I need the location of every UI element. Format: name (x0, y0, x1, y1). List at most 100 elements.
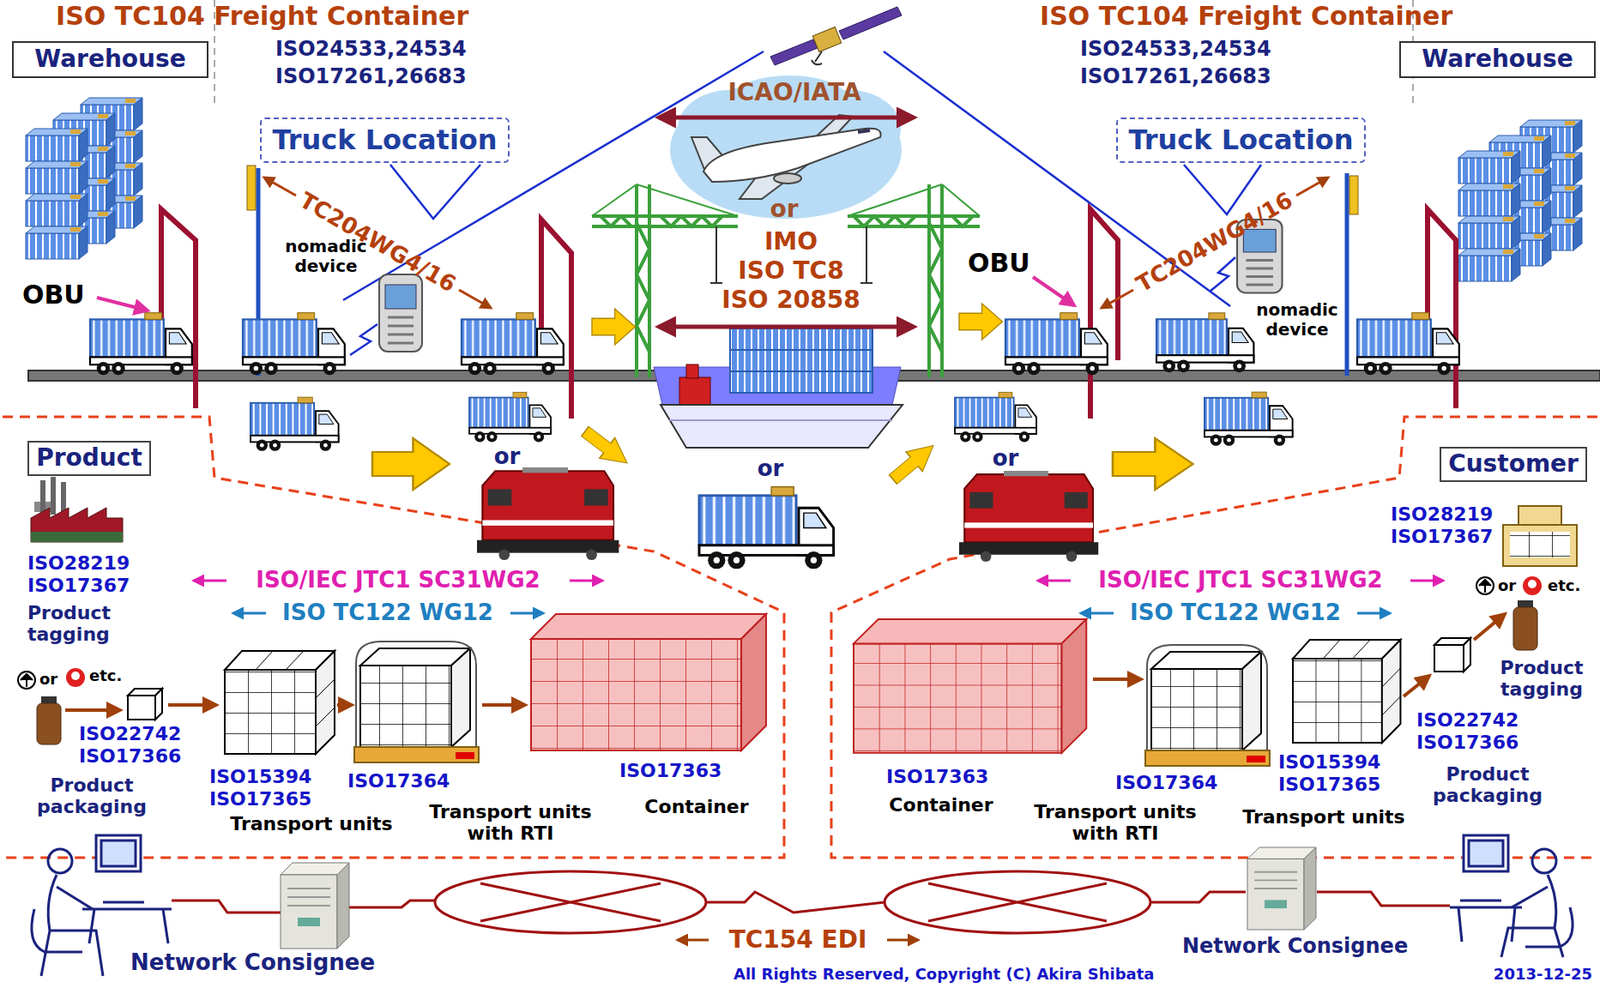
diagram-label: ISO15394 (1278, 751, 1381, 773)
flow-small-arrows (65, 708, 121, 713)
network (1150, 892, 1246, 903)
flow-arrows (591, 308, 635, 345)
diagram-label: ISO17363 (886, 766, 989, 788)
ship (660, 404, 903, 448)
flow-arrows (959, 303, 1003, 340)
buildings (25, 193, 88, 227)
cranes (847, 216, 980, 227)
trucks (1204, 392, 1293, 447)
obu-arrows (1032, 277, 1075, 306)
trucks (1156, 313, 1254, 373)
labelled-box: Warehouse (1399, 41, 1596, 79)
diagram-label: Transport units with RTI (1020, 801, 1210, 846)
buildings (25, 161, 88, 194)
radio-links (350, 324, 378, 356)
satellite (770, 6, 902, 66)
diagram-label: or (39, 670, 58, 689)
operators (1532, 849, 1557, 874)
double-arrows (658, 117, 914, 327)
diagram-label: Product packaging (1423, 763, 1552, 808)
box-text: Customer (1448, 450, 1579, 478)
cranes (847, 184, 980, 217)
diagram-label: or (494, 444, 521, 471)
packages (1463, 638, 1471, 672)
red-dashed-regions (831, 416, 1598, 858)
truck-location-poles (247, 165, 1359, 376)
airplane (857, 130, 870, 133)
diagram-label: ISO17363 (619, 760, 722, 782)
diagram-label: OBU (967, 248, 1031, 279)
labelled-box: Truck Location (1116, 117, 1366, 164)
diagram-label: or (992, 446, 1020, 472)
factory (30, 531, 123, 543)
diagram-label: Network Consignee (130, 950, 375, 977)
diagram-label: Transport units (229, 813, 393, 835)
trucks (699, 487, 834, 570)
radio-links (1209, 257, 1236, 292)
satellite (812, 26, 841, 52)
diagram-label: ISO28219 (1390, 503, 1493, 526)
box-text: Warehouse (34, 45, 187, 73)
tag-icons (41, 696, 57, 704)
operators (1525, 907, 1573, 948)
ship (730, 350, 873, 372)
buildings (25, 128, 88, 162)
trucks (250, 397, 339, 452)
diagram-label: OBU (22, 280, 85, 311)
packages (531, 614, 767, 751)
ship (679, 377, 711, 405)
obu-arrows (96, 277, 1075, 311)
packages (1292, 640, 1401, 743)
diagram-label: ISO17366 (1416, 731, 1519, 754)
diagram-label: ISO/IEC JTC1 SC31WG2 (255, 567, 540, 594)
diagram-label: Container (888, 794, 993, 816)
double-arrows (658, 115, 914, 121)
tag-icons (1527, 579, 1537, 589)
cranes (591, 184, 738, 217)
flow-small-arrows (168, 703, 217, 707)
truck-location-poles (1349, 175, 1359, 215)
gantry-poles (541, 219, 572, 419)
diagram-label: IMO (764, 228, 818, 256)
diagram-label: or (757, 456, 785, 483)
flow-small-arrows (482, 703, 526, 707)
tag-icons (18, 671, 36, 689)
box-text: Product (36, 444, 143, 472)
labelled-box: Customer (1439, 446, 1588, 483)
labelled-box: Product (27, 440, 151, 477)
ship (653, 328, 903, 448)
buildings (1458, 183, 1521, 217)
standard-arrows (677, 939, 709, 942)
standard-arrows (887, 939, 918, 942)
tag-icons (1517, 600, 1534, 608)
ship (730, 328, 873, 393)
diagram-label: ISO22742 (1416, 709, 1519, 731)
trucks (1357, 313, 1460, 376)
operators (41, 875, 103, 977)
standard-arrows (1038, 579, 1071, 583)
network (349, 900, 435, 908)
diagram-label: or (1497, 577, 1516, 596)
operators (82, 902, 172, 944)
diagram-label: ISO17261,26683 (1080, 65, 1272, 90)
diagram-label: Product tagging (1488, 657, 1596, 701)
tc204-arrows (1101, 289, 1134, 308)
tag-icons (1479, 579, 1492, 593)
standard-arrows (1080, 612, 1114, 616)
trucks (1005, 313, 1108, 376)
diagram-label: ISO TC8 (737, 257, 844, 285)
labelled-box: Warehouse (12, 41, 209, 79)
cranes (636, 184, 650, 378)
tag-icons (71, 671, 80, 681)
diagram-label: TC154 EDI (729, 926, 868, 954)
tc204-arrows (264, 177, 296, 196)
diagram-label: ISO17367 (1390, 525, 1493, 548)
standard-arrows (1410, 579, 1444, 583)
standard-arrows (1357, 612, 1390, 616)
trucks (954, 392, 1037, 442)
flow-small-arrows (65, 614, 1505, 711)
diagram-label: ISO TC104 Freight Container (1039, 1, 1453, 32)
trucks (90, 313, 1460, 570)
diagram-label: ISO17364 (347, 770, 450, 792)
